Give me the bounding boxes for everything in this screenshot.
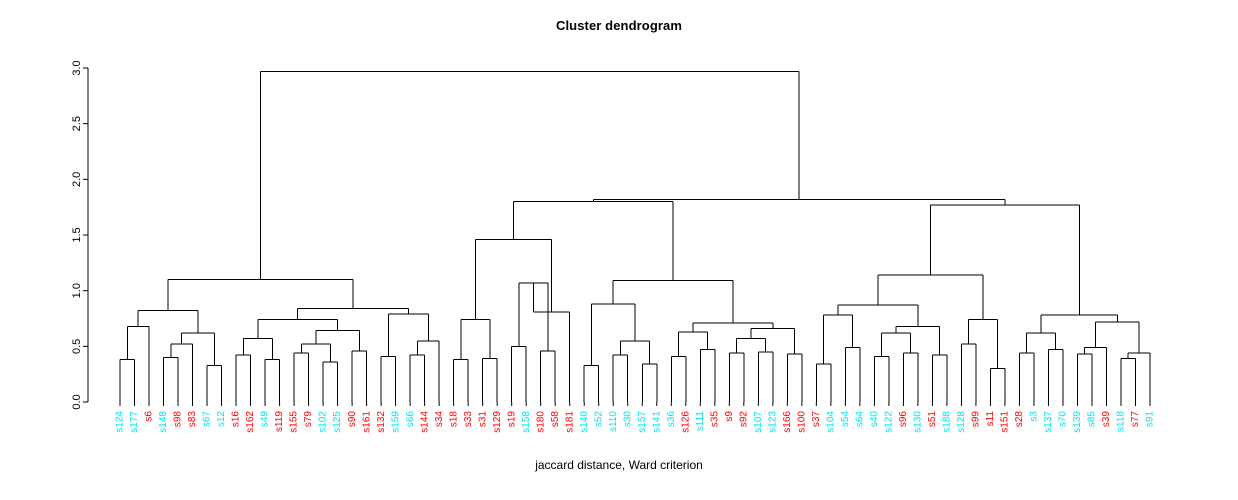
leaf-label: s132 [376,411,387,433]
leaf-label: s124 [115,411,126,433]
leaf-label: s130 [913,411,924,433]
y-axis-tick-label: 0.0 [71,394,83,409]
leaf-label: s137 [1043,411,1054,433]
leaf-label: s49 [260,411,271,428]
leaf-label: s30 [622,411,633,428]
leaf-label: s36 [666,411,677,428]
leaf-label: s139 [1072,411,1083,433]
leaf-label: s181 [564,411,575,433]
x-axis-caption: jaccard distance, Ward criterion [535,458,703,472]
leaf-label: s177 [129,411,140,433]
leaf-label: s54 [840,411,851,428]
leaf-label: s96 [898,411,909,428]
leaf-label: s66 [405,411,416,428]
leaf-label: s11 [985,411,996,427]
leaf-label: s98 [173,411,184,428]
leaf-label: s118 [1116,411,1127,432]
y-axis-tick-label: 2.0 [71,172,83,187]
leaf-label: s70 [1058,411,1069,428]
leaf-label: s79 [303,411,314,428]
dendrogram-branches [119,70,1151,402]
leaf-label: s180 [535,411,546,433]
leaf-label: s159 [390,411,401,433]
y-axis-tick-label: 2.5 [71,116,83,131]
leaf-label: s144 [419,411,430,433]
leaf-label: s91 [1145,411,1156,428]
leaf-label: s16 [231,411,242,428]
leaf-label: s166 [782,411,793,433]
leaf-label: s39 [1101,411,1112,428]
leaf-label: s64 [854,411,865,428]
leaf-label: s162 [245,411,256,433]
leaf-label: s51 [927,411,938,428]
leaf-label: s12 [216,411,227,428]
leaf-label: s157 [637,411,648,433]
leaf-label: s35 [709,411,720,428]
leaf-label: s161 [361,411,372,433]
leaf-label: s155 [289,411,300,433]
leaf-label: s125 [332,411,343,433]
leaf-label: s119 [274,411,285,432]
leaf-label: s34 [434,411,445,428]
leaf-label: s19 [506,411,517,428]
leaf-label: s6 [144,411,155,422]
y-axis-tick-label: 0.5 [71,339,83,354]
y-axis-tick-label: 1.0 [71,283,83,298]
leaf-label: s129 [492,411,503,433]
leaf-label: s110 [608,411,619,432]
leaf-label: s18 [448,411,459,428]
leaf-label: s99 [971,411,982,428]
leaf-label: s123 [767,411,778,433]
leaf-label: s3 [1029,411,1040,422]
leaf-label: s102 [318,411,329,433]
leaf-label: s85 [1087,411,1098,428]
leaf-label: s111 [695,411,706,432]
y-axis-tick-label: 3.0 [71,60,83,75]
leaf-label: s90 [347,411,358,428]
leaf-label: s31 [477,411,488,428]
leaf-label: s141 [651,411,662,433]
leaf-label: s104 [825,411,836,433]
leaf-label: s122 [884,411,895,433]
leaf-label: s33 [463,411,474,428]
leaf-label: s92 [738,411,749,428]
leaf-label: s28 [1014,411,1025,428]
leaf-label: s126 [680,411,691,433]
leaf-label: s100 [796,411,807,433]
leaf-label: s128 [956,411,967,433]
leaf-label: s37 [811,411,822,428]
y-axis: 0.0 0.5 1.0 1.5 2.0 2.5 3.0 [71,60,89,410]
y-axis-tick-label: 1.5 [71,227,83,242]
leaf-label: s83 [187,411,198,428]
page-title: Cluster dendrogram [555,18,683,33]
leaf-label: s67 [202,411,213,428]
leaf-label: s148 [158,411,169,433]
leaf-label: s58 [550,411,561,428]
leaf-label: s107 [753,411,764,433]
leaf-label: s77 [1130,411,1141,428]
leaf-label: s188 [942,411,953,433]
leaf-label: s9 [724,411,735,422]
leaf-label: s52 [593,411,604,428]
leaf-label: s158 [521,411,532,433]
leaf-label: s140 [579,411,590,433]
leaf-label: s151 [1000,411,1011,433]
leaf-label: s40 [869,411,880,428]
